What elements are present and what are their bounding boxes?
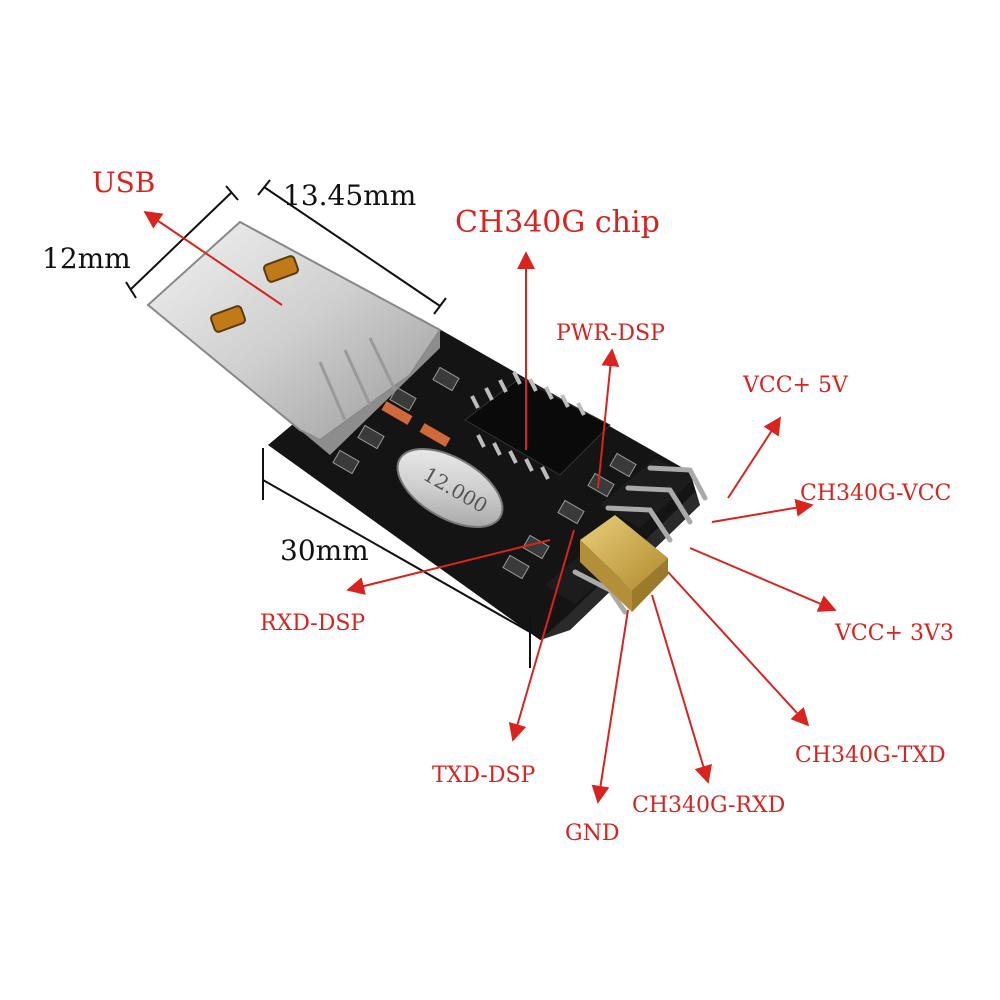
label-ch340g-chip: CH340G chip [455,205,660,240]
arrow-vcc-5v [727,416,781,499]
arrow-txd-dsp [508,529,575,742]
jumper-cap [580,515,668,612]
label-usb: USB [92,166,155,199]
label-txd-dsp: TXD-DSP [432,763,536,788]
label-vcc-3v3: VCC+ 3V3 [834,621,954,646]
label-ch340g-txd: CH340G-TXD [795,743,946,768]
label-rxd-dsp: RXD-DSP [260,611,365,636]
diodes [381,401,451,447]
label-pwr-dsp: PWR-DSP [556,321,665,346]
annotation-arrows [143,210,837,804]
label-13-45mm: 13.45mm [283,179,416,212]
arrow-ch340g-txd [667,571,810,727]
smd-components [332,366,637,580]
label-12mm: 12mm [42,242,131,275]
label-ch340g-rxd: CH340G-RXD [632,793,785,818]
arrow-ch340g-vcc [711,498,814,523]
label-30mm: 30mm [280,534,369,567]
labels: USB 12mm 13.45mm CH340G chip PWR-DSP VCC… [42,166,954,846]
label-gnd: GND [565,821,619,846]
crystal-oscillator: 12.000 [396,448,504,528]
arrow-ch340g-rxd [651,594,712,784]
label-vcc-5v: VCC+ 5V [742,373,849,398]
arrow-vcc-3v3 [689,547,837,612]
ch340g-ic [464,371,611,480]
label-ch340g-vcc: CH340G-VCC [800,481,951,506]
arrow-pwr-dsp [597,348,620,489]
arrow-usb [143,210,283,306]
usb-connector [146,220,442,455]
arrow-rxd-dsp [346,539,551,595]
arrow-gnd [591,609,629,804]
dimension-lines [125,179,531,668]
